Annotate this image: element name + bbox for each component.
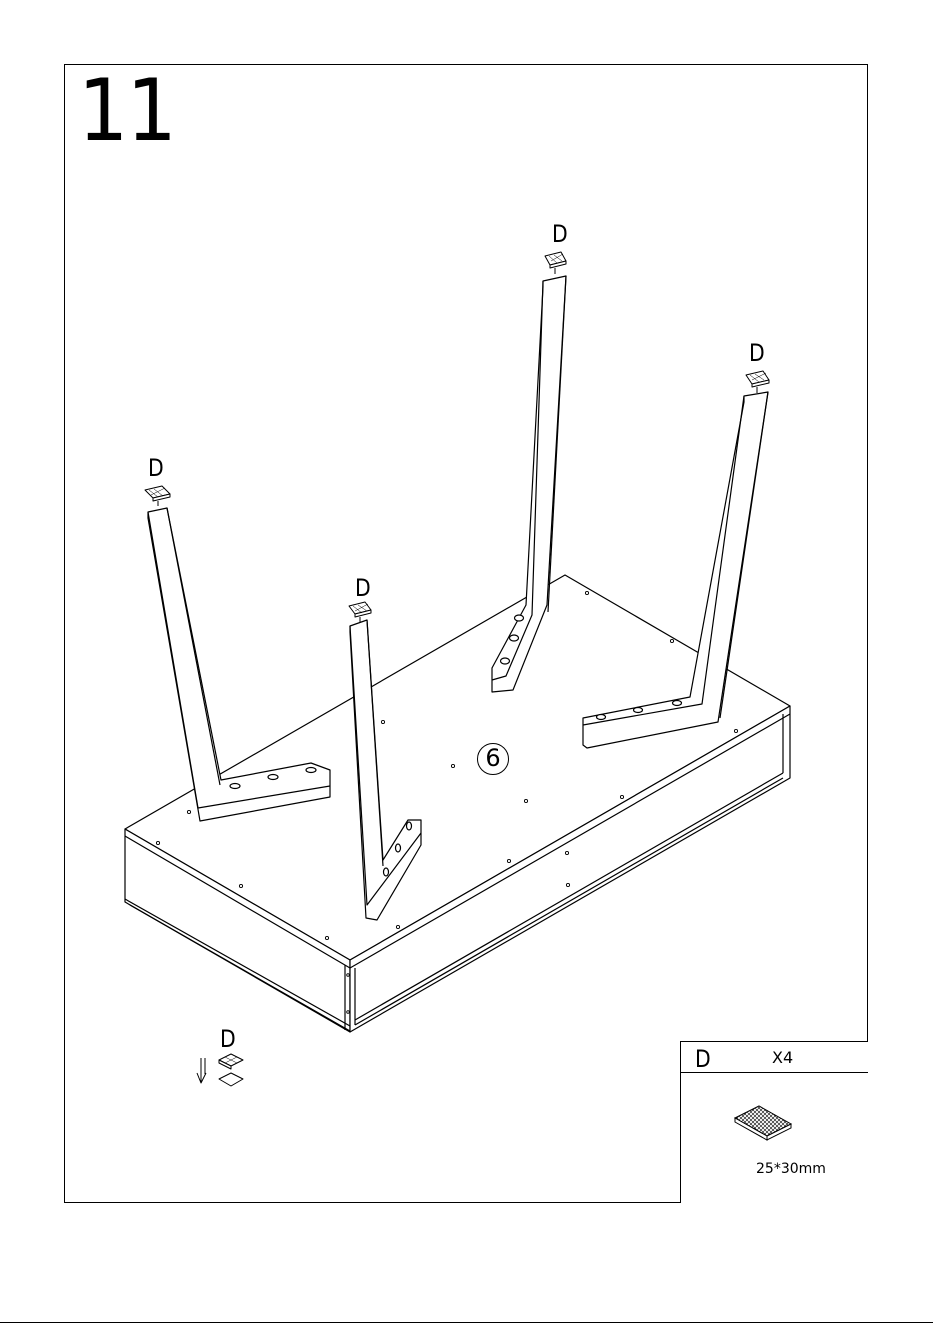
part-letter: D	[695, 1045, 711, 1073]
felt-pads	[145, 252, 769, 622]
felt-pad-icon	[729, 1098, 819, 1148]
part-quantity: X4	[772, 1048, 793, 1067]
panel-number-6: 6	[477, 743, 509, 775]
page-bottom-border	[0, 1322, 933, 1323]
pad-detail	[197, 1054, 243, 1086]
panel-number-text: 6	[485, 744, 500, 772]
label-d-front-leg: D	[355, 576, 371, 600]
label-d-right-leg: D	[749, 341, 765, 365]
label-d-detail: D	[220, 1027, 236, 1051]
label-d-back-leg: D	[552, 222, 568, 246]
parts-box-header: D X4	[681, 1042, 868, 1073]
label-d-left-leg: D	[148, 456, 164, 480]
parts-box: D X4 25*30mm	[680, 1041, 868, 1203]
part-dimensions: 25*30mm	[756, 1161, 826, 1177]
